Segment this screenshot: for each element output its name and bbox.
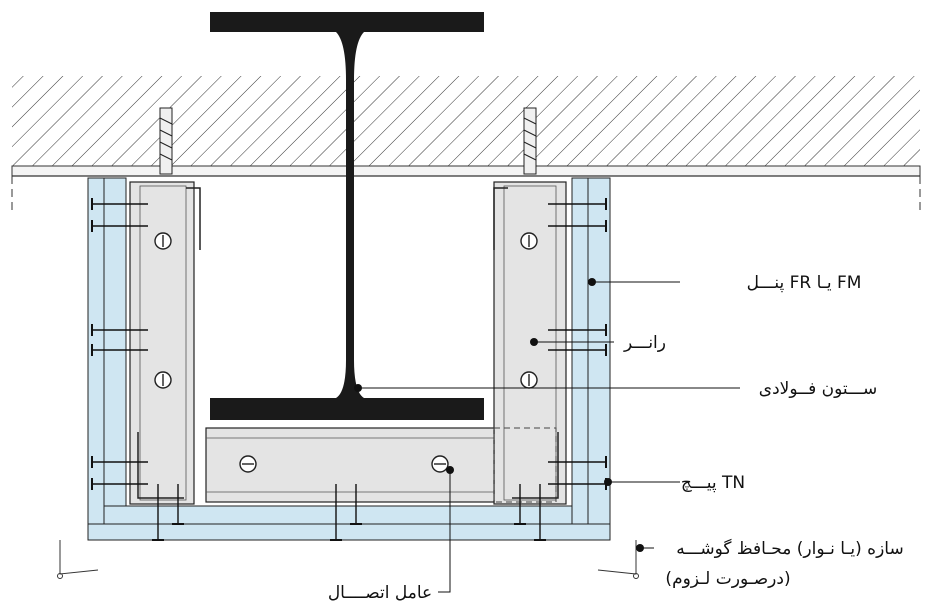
screw-bottom-1 (152, 484, 164, 541)
screw-bottom-2 (172, 484, 184, 525)
anchor-right (523, 107, 537, 175)
screw-left-1 (91, 198, 148, 210)
screw-bottom-3 (330, 484, 342, 541)
screw-bottom-6 (534, 484, 546, 541)
label-panel: پنـــل FR یـا FM (747, 273, 862, 293)
label-corner-guard-note: (درصـورت لـزوم) (665, 569, 790, 589)
screw-right-1 (548, 198, 607, 210)
screw-left-5 (91, 456, 148, 468)
label-steel-column: ســـتون فــولادی (759, 379, 877, 399)
screw-left-2 (91, 220, 148, 232)
label-runner: رانـــر (623, 333, 666, 353)
screw-right-4 (548, 344, 607, 356)
screw-right-3 (548, 324, 607, 336)
bolt-symbol (520, 371, 538, 389)
bolt-symbol (154, 371, 172, 389)
screws (91, 198, 607, 541)
bolt-symbol (154, 232, 172, 250)
bolt-symbol (239, 455, 257, 473)
label-screw: پیـــچ TN (681, 473, 745, 493)
steel-column (210, 12, 484, 420)
bolt-symbol (520, 232, 538, 250)
label-corner-guard: سازه (یـا نـوار) محـافظ گوشـــه (676, 538, 903, 559)
bolt-symbol (431, 455, 449, 473)
fire-board-panels (87, 177, 611, 541)
screw-bottom-4 (350, 484, 362, 525)
anchor-left (159, 107, 173, 175)
corner-guards (57, 540, 639, 579)
label-connector: عامل اتصــــال (328, 583, 432, 603)
screw-left-4 (91, 344, 148, 356)
screw-bottom-5 (514, 484, 526, 525)
screw-left-6 (91, 478, 148, 490)
leader-lines (354, 278, 740, 593)
screw-left-3 (91, 324, 148, 336)
bolts (154, 232, 538, 473)
screw-right-5 (548, 456, 607, 468)
screw-right-2 (548, 220, 607, 232)
